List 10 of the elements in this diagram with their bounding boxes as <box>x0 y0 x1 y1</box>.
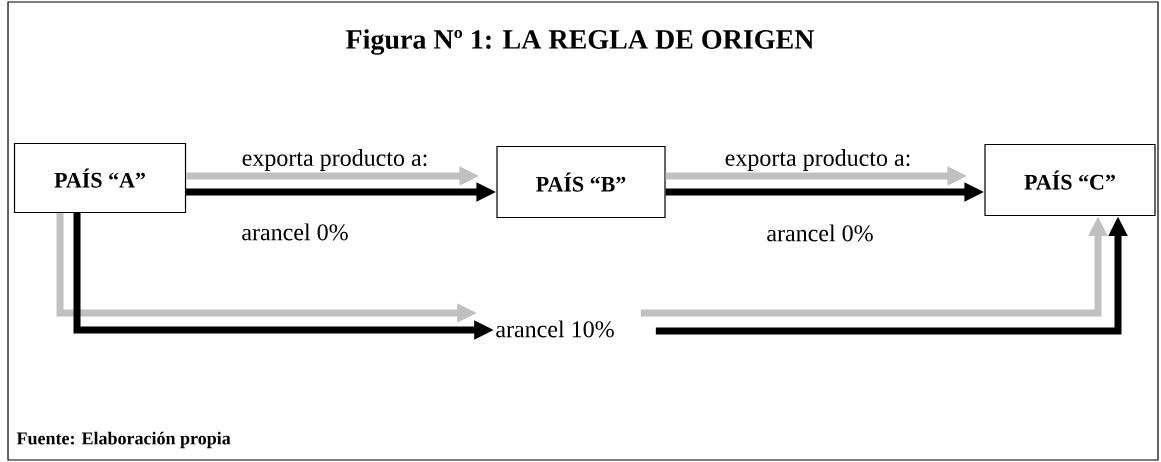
country-box: PAÍS “A” <box>13 142 187 214</box>
country-box: PAÍS “C” <box>984 143 1156 217</box>
title: Figura Nº 1: LA REGLA DE ORIGEN <box>346 29 815 55</box>
edge-label: exporta producto a: <box>240 148 430 172</box>
edge-label: arancel 0% <box>765 223 875 243</box>
tariff-text: arancel 10% <box>496 320 614 338</box>
edge-label: arancel 0% <box>240 222 350 242</box>
edge-label: exporta producto a: <box>723 148 913 172</box>
caption: Fuente: Elaboración propia <box>16 431 231 449</box>
country-box: PAÍS “B” <box>496 145 666 219</box>
